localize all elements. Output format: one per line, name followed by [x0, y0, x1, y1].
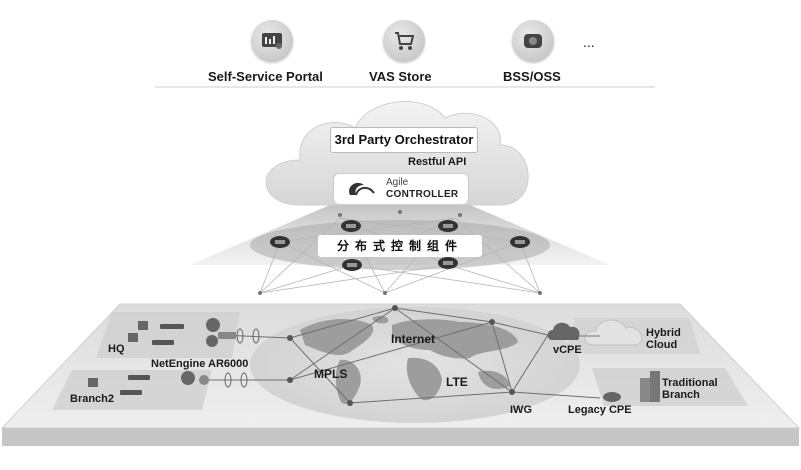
dashboard-icon[interactable] [251, 20, 293, 62]
orchestrator-box: 3rd Party Orchestrator [330, 127, 478, 153]
vas-store-label: VAS Store [369, 69, 432, 84]
world-map [300, 315, 518, 405]
hq-devices [128, 318, 236, 347]
vcpe-devices [547, 319, 643, 346]
shopping-cart-icon[interactable] [383, 20, 425, 62]
distributed-control-label: 分布式控制组件 [318, 235, 482, 257]
hq-panel [96, 312, 240, 358]
hybrid-cloud-label: Hybrid Cloud [646, 327, 681, 351]
mesh-dots [258, 210, 542, 295]
internet-label: Internet [391, 332, 436, 346]
legacy-devices [603, 371, 660, 402]
iwg-label: IWG [510, 404, 532, 416]
controller-line1: Agile [386, 177, 409, 188]
wan-nodes [287, 305, 515, 406]
lte-label: LTE [446, 375, 468, 389]
wan-links [205, 307, 601, 404]
controller-logo-icon [349, 182, 375, 196]
self-service-portal-label: Self-Service Portal [208, 69, 323, 84]
branch2-label: Branch2 [70, 393, 115, 405]
traditional-branch-label: Traditional Branch [662, 377, 718, 401]
mpls-label: MPLS [314, 367, 348, 381]
restful-api-label: Restful API [408, 156, 467, 168]
hq-label: HQ [108, 343, 125, 355]
traditional-panel [592, 368, 748, 406]
vcpe-label: vCPE [553, 344, 582, 356]
server-icon[interactable] [512, 20, 554, 62]
controller-line2: CONTROLLER [386, 189, 459, 200]
tunnel-rings [224, 328, 260, 388]
more-indicator: ... [583, 34, 595, 50]
legacy-cpe-label: Legacy CPE [568, 404, 632, 416]
netengine-label: NetEngine AR6000 [151, 358, 249, 370]
branch2-devices [88, 371, 209, 395]
agile-controller-box: Agile CONTROLLER [333, 173, 469, 205]
bss-oss-label: BSS/OSS [503, 69, 561, 84]
platform-edge [2, 428, 799, 446]
